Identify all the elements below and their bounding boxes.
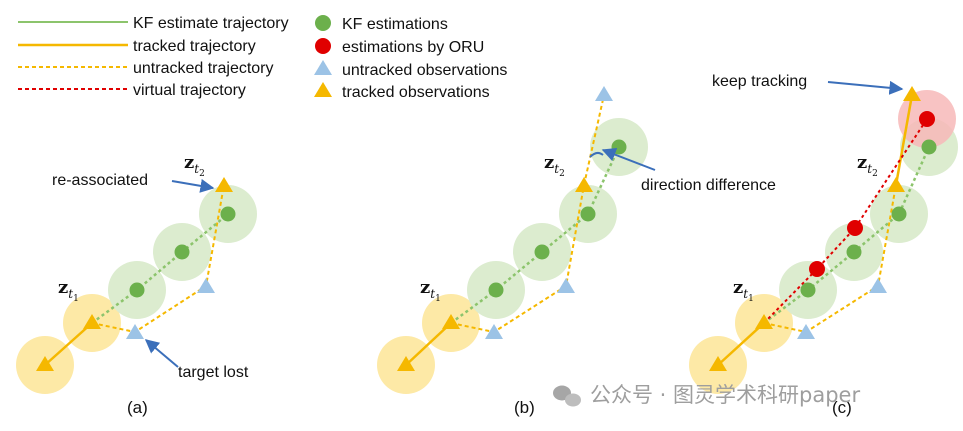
z-t1-label: zt1 bbox=[420, 277, 441, 304]
kf-estimation-dot bbox=[800, 282, 816, 298]
wechat-icon bbox=[553, 385, 581, 407]
legend-kf-estimation-marker bbox=[315, 15, 331, 31]
kf-trajectory bbox=[91, 213, 229, 325]
tracked-observation bbox=[83, 314, 101, 329]
kf-estimation-dot bbox=[611, 139, 627, 155]
untracked-observation bbox=[595, 86, 613, 101]
tracked-trajectory bbox=[583, 94, 605, 186]
tracked-trajectory bbox=[717, 322, 765, 366]
virtual-trajectory bbox=[763, 118, 928, 324]
panel-b-caption: (b) bbox=[514, 398, 535, 417]
panel-c-caption: (c) bbox=[832, 398, 852, 417]
legend-kf-estimations-label: KF estimations bbox=[342, 16, 448, 33]
panel-c: zt1 zt2 keep tracking (c) bbox=[689, 73, 958, 417]
oru-estimation-dot bbox=[847, 220, 863, 236]
untracked-observation bbox=[126, 324, 144, 339]
z-t2-label: zt2 bbox=[184, 152, 205, 179]
legend-untracked-trajectory-label: untracked trajectory bbox=[133, 60, 274, 77]
legend-untracked-observations-label: untracked observations bbox=[342, 62, 507, 79]
tracked-observation bbox=[755, 314, 773, 329]
kf-estimation-dot bbox=[129, 282, 145, 298]
tracked-observation bbox=[397, 356, 415, 371]
panel-a: zt1 zt2 re-associated target lost (a) bbox=[16, 152, 257, 417]
panel-a-caption: (a) bbox=[127, 398, 148, 417]
tracked-observation bbox=[903, 86, 921, 101]
z-t2-label: zt2 bbox=[857, 152, 878, 179]
keep-tracking-label: keep tracking bbox=[712, 73, 807, 90]
kf-estimation-dot bbox=[846, 244, 862, 260]
watermark-text: 公众号 · 图灵学术科研paper bbox=[590, 383, 860, 407]
kf-estimation-dot bbox=[891, 206, 907, 222]
legend-untracked-observation-marker bbox=[314, 60, 332, 75]
tracked-observation bbox=[709, 356, 727, 371]
untracked-observation bbox=[197, 278, 215, 293]
target-lost-label: target lost bbox=[178, 364, 249, 381]
z-t1-label: zt1 bbox=[58, 277, 79, 304]
target-lost-arrow bbox=[144, 339, 179, 368]
kf-estimation-dot bbox=[921, 139, 937, 155]
kf-estimation-dot bbox=[220, 206, 236, 222]
re-associated-label: re-associated bbox=[52, 172, 148, 189]
untracked-observation bbox=[797, 324, 815, 339]
untracked-trajectory bbox=[91, 184, 225, 334]
tracked-observation bbox=[887, 177, 905, 192]
legend-oru-estimations-label: estimations by ORU bbox=[342, 39, 484, 56]
legend-tracked-observation-marker bbox=[314, 82, 332, 97]
legend-tracked-observations-label: tracked observations bbox=[342, 84, 490, 101]
oru-estimation-dot bbox=[919, 111, 935, 127]
watermark: 公众号 · 图灵学术科研paper bbox=[553, 383, 860, 407]
z-t1-label: zt1 bbox=[733, 277, 754, 304]
legend-kf-trajectory-label: KF estimate trajectory bbox=[133, 15, 289, 32]
keep-tracking-arrow bbox=[827, 80, 904, 95]
direction-difference-label: direction difference bbox=[641, 177, 776, 194]
untracked-observation bbox=[869, 278, 887, 293]
tracked-observation bbox=[215, 177, 233, 192]
tracked-observation bbox=[36, 356, 54, 371]
kf-estimation-dot bbox=[580, 206, 596, 222]
re-associated-arrow bbox=[171, 178, 215, 193]
oru-estimation-dot bbox=[809, 261, 825, 277]
legend-oru-estimation-marker bbox=[315, 38, 331, 54]
kf-estimation-dot bbox=[488, 282, 504, 298]
z-t2-label: zt2 bbox=[544, 152, 565, 179]
tracked-observation bbox=[575, 177, 593, 192]
direction-difference-arrow bbox=[601, 147, 656, 171]
untracked-trajectory bbox=[450, 184, 585, 334]
tracked-trajectory bbox=[44, 322, 93, 366]
kf-estimation-dot bbox=[174, 244, 190, 260]
untracked-observation bbox=[485, 324, 503, 339]
kf-estimation-dot bbox=[534, 244, 550, 260]
tracked-observation bbox=[442, 314, 460, 329]
tracked-trajectory bbox=[894, 94, 914, 186]
panel-b: zt1 zt2 direction difference (b) bbox=[377, 86, 776, 417]
untracked-observation bbox=[557, 278, 575, 293]
legend-virtual-trajectory-label: virtual trajectory bbox=[133, 82, 246, 99]
legend-tracked-trajectory-label: tracked trajectory bbox=[133, 38, 256, 55]
untracked-trajectory bbox=[763, 184, 897, 334]
tracked-trajectory bbox=[405, 322, 452, 366]
legend: KF estimate trajectory tracked trajector… bbox=[18, 15, 507, 101]
